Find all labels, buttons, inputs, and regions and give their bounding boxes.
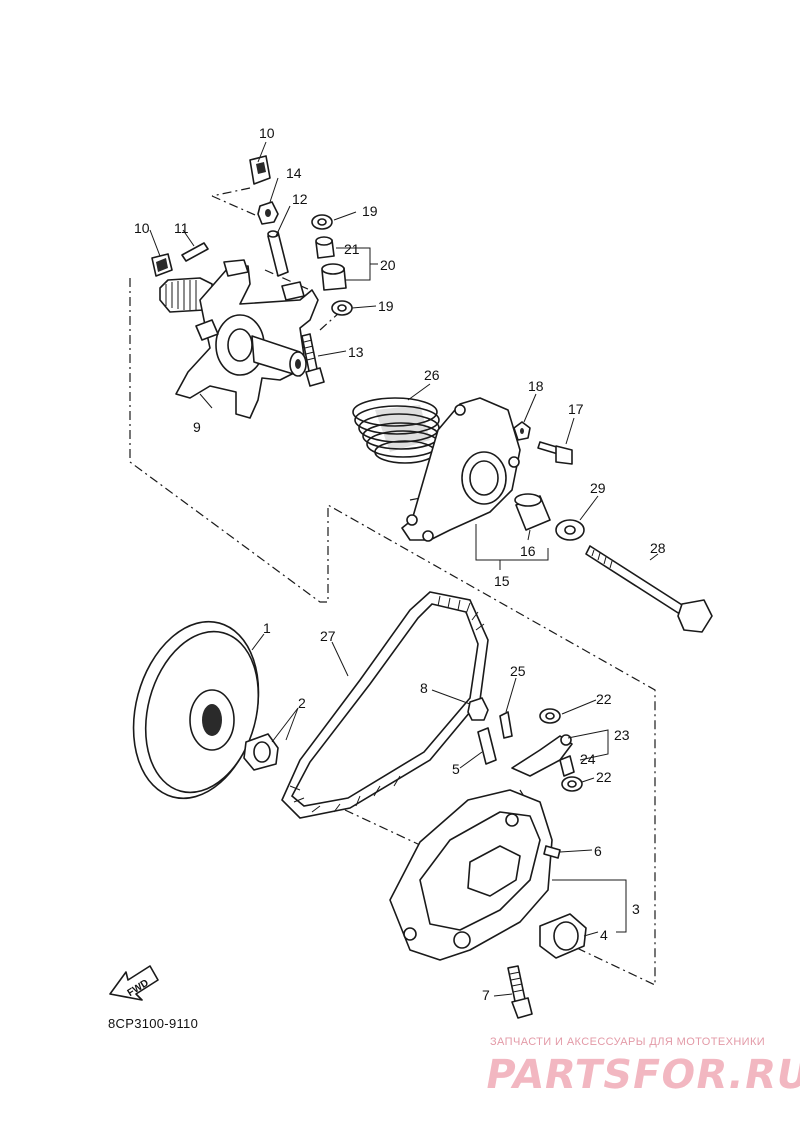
arm-part-23 bbox=[511, 734, 573, 777]
roller-weight-part-10a bbox=[249, 155, 271, 185]
callout-12: 12 bbox=[292, 191, 308, 207]
callout-6: 6 bbox=[594, 843, 602, 859]
callout-20: 20 bbox=[380, 257, 396, 273]
callout-18: 18 bbox=[528, 378, 544, 394]
spider-hub-part-9 bbox=[159, 259, 319, 419]
callout-13: 13 bbox=[348, 344, 364, 360]
washer-part-22-bottom bbox=[561, 776, 583, 792]
callout-22-bottom: 22 bbox=[596, 769, 612, 785]
callout-22-top: 22 bbox=[596, 691, 612, 707]
callout-8: 8 bbox=[420, 680, 428, 696]
fwd-arrow-icon: FWD bbox=[109, 965, 159, 1001]
callout-19-top: 19 bbox=[362, 203, 378, 219]
nut-part-8 bbox=[467, 697, 489, 721]
bolt-part-28 bbox=[585, 545, 713, 633]
watermark-tagline: ЗАПЧАСТИ И АКСЕССУАРЫ ДЛЯ МОТОТЕХНИКИ bbox=[490, 1036, 766, 1048]
leader-lines bbox=[149, 141, 659, 997]
callout-19-bottom: 19 bbox=[378, 298, 394, 314]
roller-weight-part-10b bbox=[151, 253, 173, 277]
callout-1: 1 bbox=[263, 620, 271, 636]
screw-part-6 bbox=[543, 845, 561, 859]
callout-5: 5 bbox=[452, 761, 460, 777]
washer-part-22-top bbox=[539, 708, 561, 724]
callout-11: 11 bbox=[174, 220, 189, 236]
pin-part-5 bbox=[477, 727, 497, 765]
callout-7: 7 bbox=[482, 987, 490, 1003]
callout-26: 26 bbox=[424, 367, 440, 383]
callout-14: 14 bbox=[286, 165, 302, 181]
pin-part-11 bbox=[181, 242, 209, 262]
callout-16: 16 bbox=[520, 543, 536, 559]
cover-part-15 bbox=[401, 397, 521, 542]
callout-4: 4 bbox=[600, 927, 608, 943]
drive-belt-part-27 bbox=[281, 591, 489, 819]
pin-part-25 bbox=[499, 711, 513, 739]
bushing-part-21 bbox=[315, 236, 335, 259]
callout-labels: 10 14 12 19 10 11 21 20 19 13 26 18 17 9… bbox=[134, 125, 666, 1003]
washer-part-19-bottom bbox=[331, 300, 353, 316]
collar-part-2 bbox=[243, 733, 279, 771]
callout-23: 23 bbox=[614, 727, 630, 743]
watermark-logo: PARTSFOR.RU bbox=[481, 1052, 800, 1098]
bolt-part-17 bbox=[537, 441, 573, 465]
callout-21: 21 bbox=[344, 241, 360, 257]
callout-29: 29 bbox=[590, 480, 606, 496]
nut-part-14 bbox=[257, 201, 279, 225]
callout-3: 3 bbox=[632, 901, 640, 917]
roller-part-20 bbox=[321, 263, 347, 291]
drawing-code: 8CP3100-9110 bbox=[108, 1016, 199, 1031]
callout-10-top: 10 bbox=[259, 125, 275, 141]
bolt-part-13 bbox=[301, 333, 325, 387]
callout-2: 2 bbox=[298, 695, 306, 711]
callout-27: 27 bbox=[320, 628, 336, 644]
callout-10-left: 10 bbox=[134, 220, 150, 236]
bushing-part-16 bbox=[514, 493, 551, 531]
washer-part-29 bbox=[555, 519, 585, 541]
callout-17: 17 bbox=[568, 401, 584, 417]
sliding-sheave-part-3 bbox=[389, 789, 553, 961]
callout-25: 25 bbox=[510, 663, 526, 679]
washer-part-18 bbox=[513, 421, 531, 441]
callout-15: 15 bbox=[494, 573, 510, 589]
bolt-part-7 bbox=[507, 965, 533, 1019]
fixed-sheave-part-1 bbox=[132, 620, 260, 800]
callout-28: 28 bbox=[650, 540, 666, 556]
pin-part-12 bbox=[267, 230, 289, 277]
bushing-part-4 bbox=[539, 913, 587, 959]
bushing-part-24 bbox=[559, 755, 575, 777]
callout-9: 9 bbox=[193, 419, 201, 435]
callout-24: 24 bbox=[580, 751, 596, 767]
washer-part-19-top bbox=[311, 214, 333, 230]
spring-part-26 bbox=[352, 397, 440, 464]
